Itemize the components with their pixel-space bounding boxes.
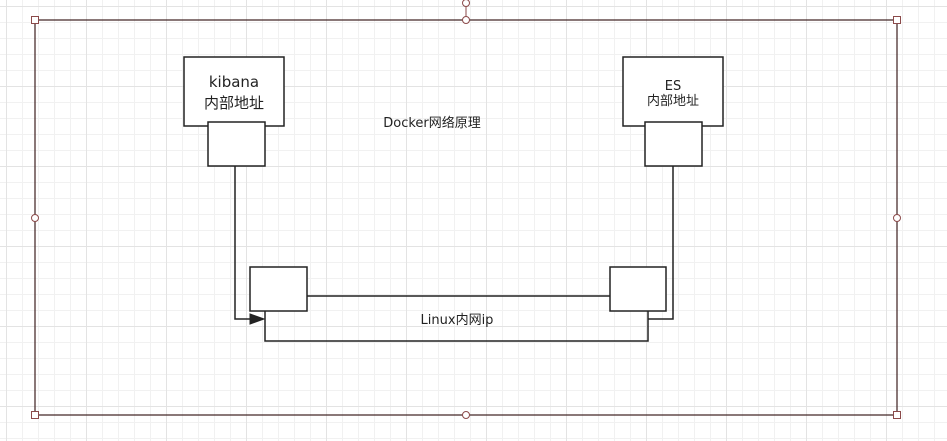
es-sub: 内部地址 (647, 93, 699, 109)
kibana-name: kibana (209, 73, 259, 91)
es-connector[interactable] (648, 166, 674, 320)
kibana-connector-arrowhead (249, 313, 266, 325)
diagram-title: Docker网络原理 (383, 115, 481, 131)
resize-handle-top-left[interactable] (31, 16, 39, 24)
resize-handle-bottom[interactable] (462, 411, 470, 419)
resize-handle-bottom-left[interactable] (31, 411, 39, 419)
outer-frame[interactable] (34, 19, 898, 416)
es-port-box[interactable] (644, 121, 703, 167)
kibana-box[interactable] (183, 56, 285, 127)
resize-handle-bottom-right[interactable] (893, 411, 901, 419)
resize-handle-left[interactable] (31, 214, 39, 222)
veth-left-box[interactable] (249, 266, 308, 312)
rotate-handle[interactable] (462, 0, 470, 7)
es-name: ES (665, 79, 681, 94)
resize-handle-right[interactable] (893, 214, 901, 222)
resize-handle-top[interactable] (462, 16, 470, 24)
linux-label: Linux内网ip (421, 312, 494, 328)
resize-handle-top-right[interactable] (893, 16, 901, 24)
kibana-sub: 内部地址 (204, 94, 264, 112)
kibana-port-box[interactable] (207, 121, 266, 167)
veth-right-box[interactable] (609, 266, 667, 312)
kibana-connector[interactable] (234, 166, 254, 320)
